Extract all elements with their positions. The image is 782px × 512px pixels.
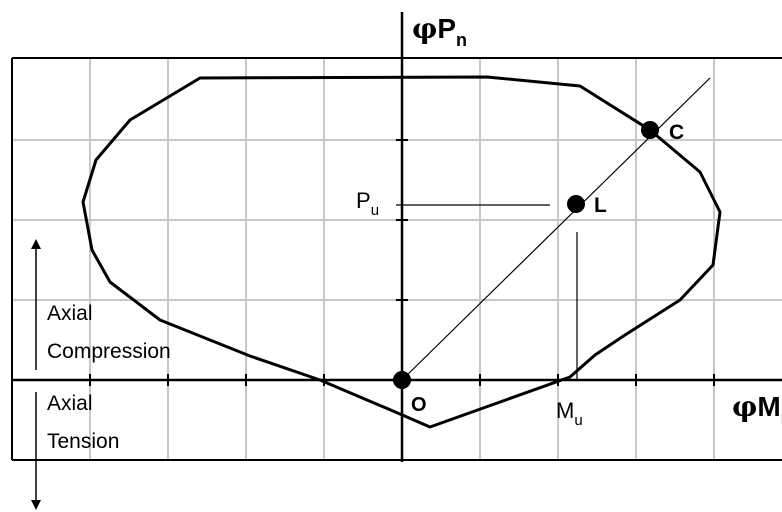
origin-label: O xyxy=(411,394,427,416)
capacity-label: C xyxy=(669,121,684,144)
frame xyxy=(11,57,782,461)
compression-label-line2: Compression xyxy=(47,340,171,363)
tension-label-line1: Axial xyxy=(47,392,93,415)
horizontal-axis-title: φMn xyxy=(732,390,782,428)
capacity-point xyxy=(641,121,659,139)
load-label: L xyxy=(594,194,607,217)
origin-point xyxy=(393,371,411,389)
mu-label: Mu xyxy=(556,398,583,429)
compression-label-line1: Axial xyxy=(47,302,93,325)
pu-label: Pu xyxy=(356,188,379,219)
tension-label-line2: Tension xyxy=(47,430,119,453)
load-line xyxy=(401,77,711,381)
vertical-axis-title: φPn xyxy=(412,12,467,50)
grid xyxy=(12,58,782,460)
load-point xyxy=(567,195,585,213)
interaction-curve xyxy=(81,75,722,429)
